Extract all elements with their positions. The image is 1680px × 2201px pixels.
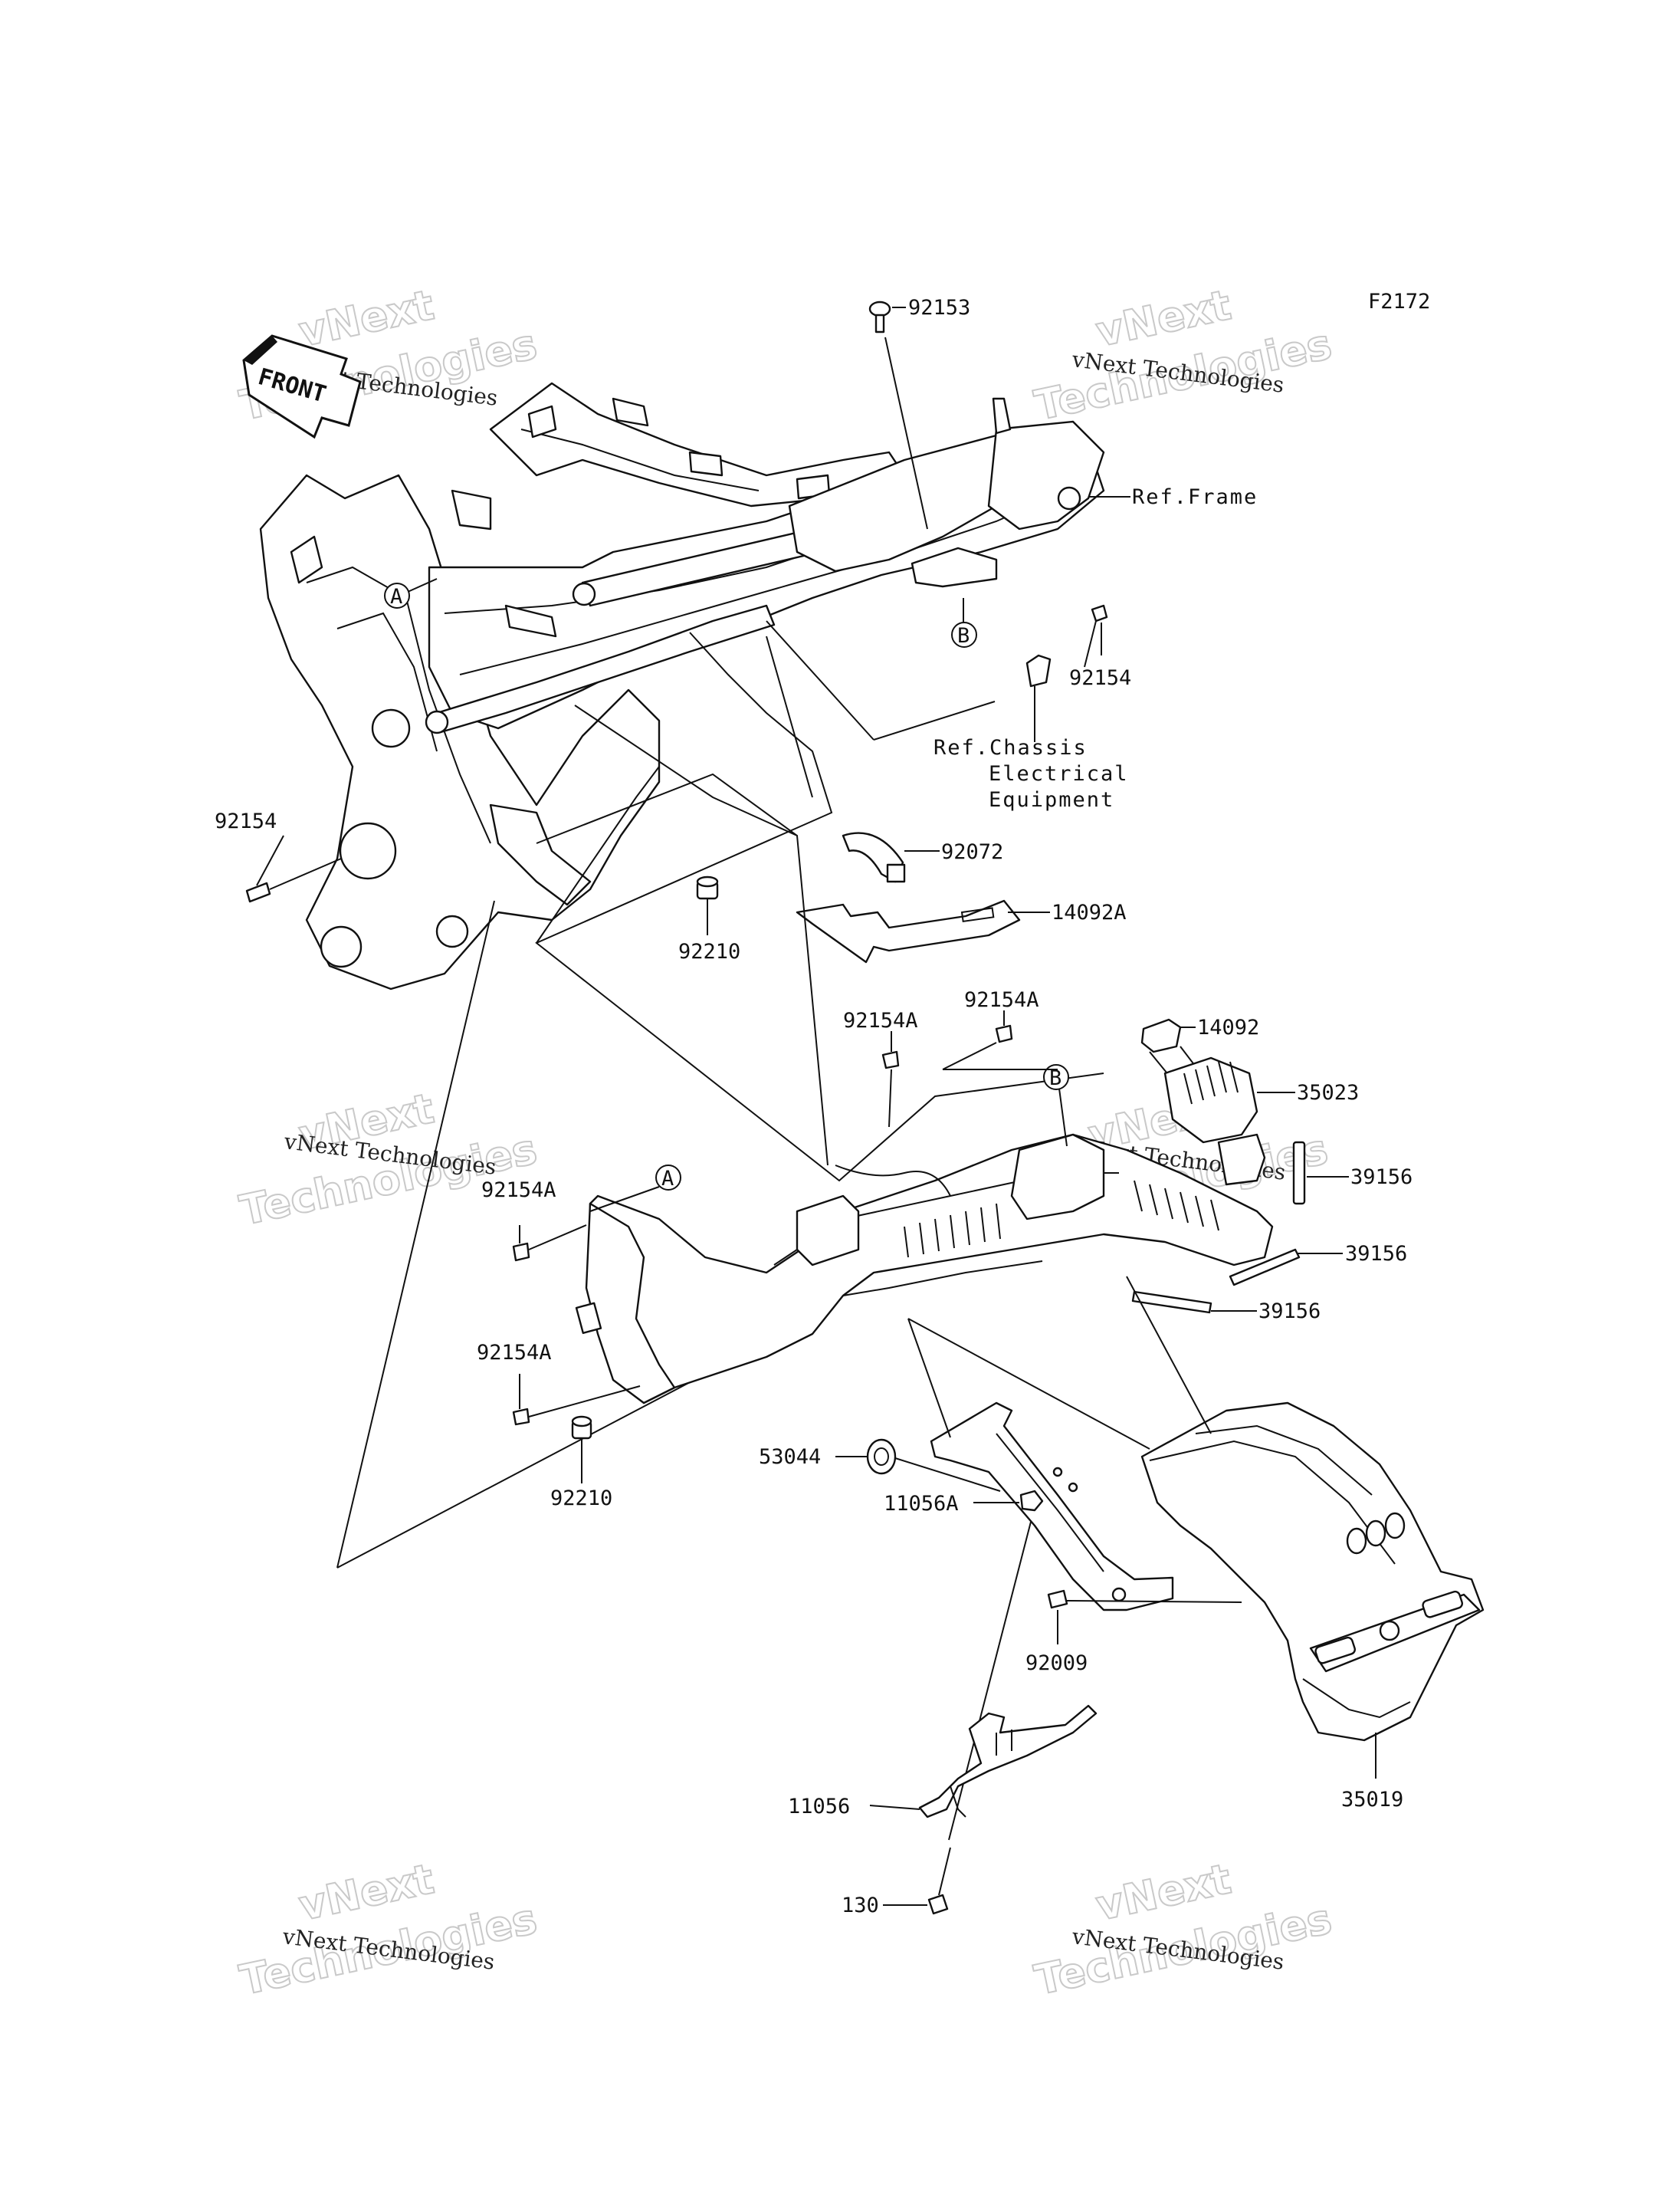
part-label-39156: 39156 — [1258, 1299, 1321, 1323]
part-92153: 92153 — [868, 296, 970, 530]
part-130: 130 — [842, 1847, 951, 1917]
watermark-mid-left: vNext Technologies vNext Technologies — [235, 1083, 542, 1236]
seat-rail-assembly — [788, 397, 1105, 588]
part-label-92009: 92009 — [1025, 1651, 1088, 1675]
part-92154A-3: 92154A — [481, 1178, 587, 1262]
part-11056A: 11056A — [884, 1490, 1044, 1516]
part-label-92154A: 92154A — [964, 988, 1039, 1012]
part-label-92153: 92153 — [908, 296, 970, 320]
part-92009: 92009 — [1025, 1589, 1242, 1675]
ref-frame-label: Ref.Frame — [1132, 485, 1258, 509]
callout-letter: B — [1049, 1066, 1061, 1090]
leader-line — [766, 620, 874, 741]
part-label-35019: 35019 — [1341, 1788, 1403, 1812]
part-92072: 92072 — [842, 832, 1003, 883]
part-label-11056: 11056 — [788, 1795, 850, 1818]
callout-letter: A — [661, 1167, 674, 1191]
part-92154-top: 92154 — [1025, 604, 1131, 690]
part-39156-b: 39156 — [1229, 1242, 1407, 1286]
part-11056: 11056 — [788, 1704, 1098, 1818]
leader-line — [907, 1318, 1150, 1450]
part-label-92154A: 92154A — [843, 1009, 918, 1033]
watermark-bottom-left: vNext Technologies vNext Technologies — [235, 1854, 542, 2006]
part-label-92154A: 92154A — [481, 1178, 556, 1202]
part-92210-lower: 92210 — [550, 1415, 612, 1510]
leader-line — [948, 1521, 1032, 1841]
ref-chassis-line1: Ref.Chassis — [934, 736, 1088, 760]
callout-letter: B — [957, 624, 970, 648]
leader-line — [574, 705, 829, 1166]
part-39156-c: 39156 — [1131, 1290, 1321, 1323]
callout-B-upper: B — [951, 598, 977, 648]
part-92154A-4: 92154A — [477, 1341, 641, 1426]
leader-line — [766, 636, 813, 798]
leader-line — [907, 1318, 951, 1438]
leader-line — [536, 766, 660, 944]
part-label-53044: 53044 — [759, 1445, 821, 1469]
callout-letter: A — [390, 585, 402, 609]
part-label-92154: 92154 — [1069, 666, 1131, 690]
front-arrow-icon: FRONT — [242, 334, 362, 439]
part-92154A-2: 92154A — [942, 988, 1058, 1070]
part-label-92154A: 92154A — [477, 1341, 552, 1365]
part-14092A: 14092A — [796, 899, 1127, 964]
part-35019: 35019 — [1126, 1276, 1485, 1812]
part-92154-left: 92154 — [215, 810, 342, 903]
leader-line — [536, 773, 798, 844]
part-35023: 35023 — [1163, 1056, 1359, 1144]
ref-chassis-line3: Equipment — [989, 788, 1114, 812]
leader-line — [336, 900, 495, 1569]
part-39156-a: 39156 — [1292, 1141, 1413, 1205]
figure-code: F2172 — [1368, 290, 1430, 314]
part-92154A-1: 92154A — [843, 1009, 918, 1128]
part-label-14092: 14092 — [1197, 1016, 1259, 1040]
part-label-11056A: 11056A — [884, 1492, 959, 1516]
part-label-130: 130 — [842, 1894, 879, 1917]
part-label-92210-lower: 92210 — [550, 1486, 612, 1510]
part-label-92154-left: 92154 — [215, 810, 277, 833]
callout-A-middle: A — [589, 1165, 681, 1212]
license-bracket — [930, 1401, 1174, 1611]
leader-line — [873, 701, 996, 741]
part-53044: 53044 — [759, 1438, 1001, 1492]
ref-chassis-line2: Electrical — [989, 762, 1129, 786]
part-label-39156: 39156 — [1350, 1165, 1413, 1189]
watermark-bottom-right: vNext Technologies vNext Technologies — [1030, 1854, 1337, 2006]
part-label-35023: 35023 — [1297, 1081, 1359, 1105]
rear-undercowl — [575, 1133, 1274, 1404]
part-label-14092A: 14092A — [1052, 901, 1127, 925]
callout-A-upper: A — [384, 578, 438, 609]
watermark-top-right: vNext Technologies vNext Technologies — [1030, 280, 1337, 431]
part-label-92210-upper: 92210 — [678, 940, 740, 964]
part-92210-upper: 92210 — [678, 875, 740, 964]
callout-B-middle: B — [1043, 1064, 1069, 1147]
part-label-92072: 92072 — [941, 840, 1003, 864]
leader-line — [535, 632, 1104, 1182]
part-label-39156: 39156 — [1345, 1242, 1407, 1266]
